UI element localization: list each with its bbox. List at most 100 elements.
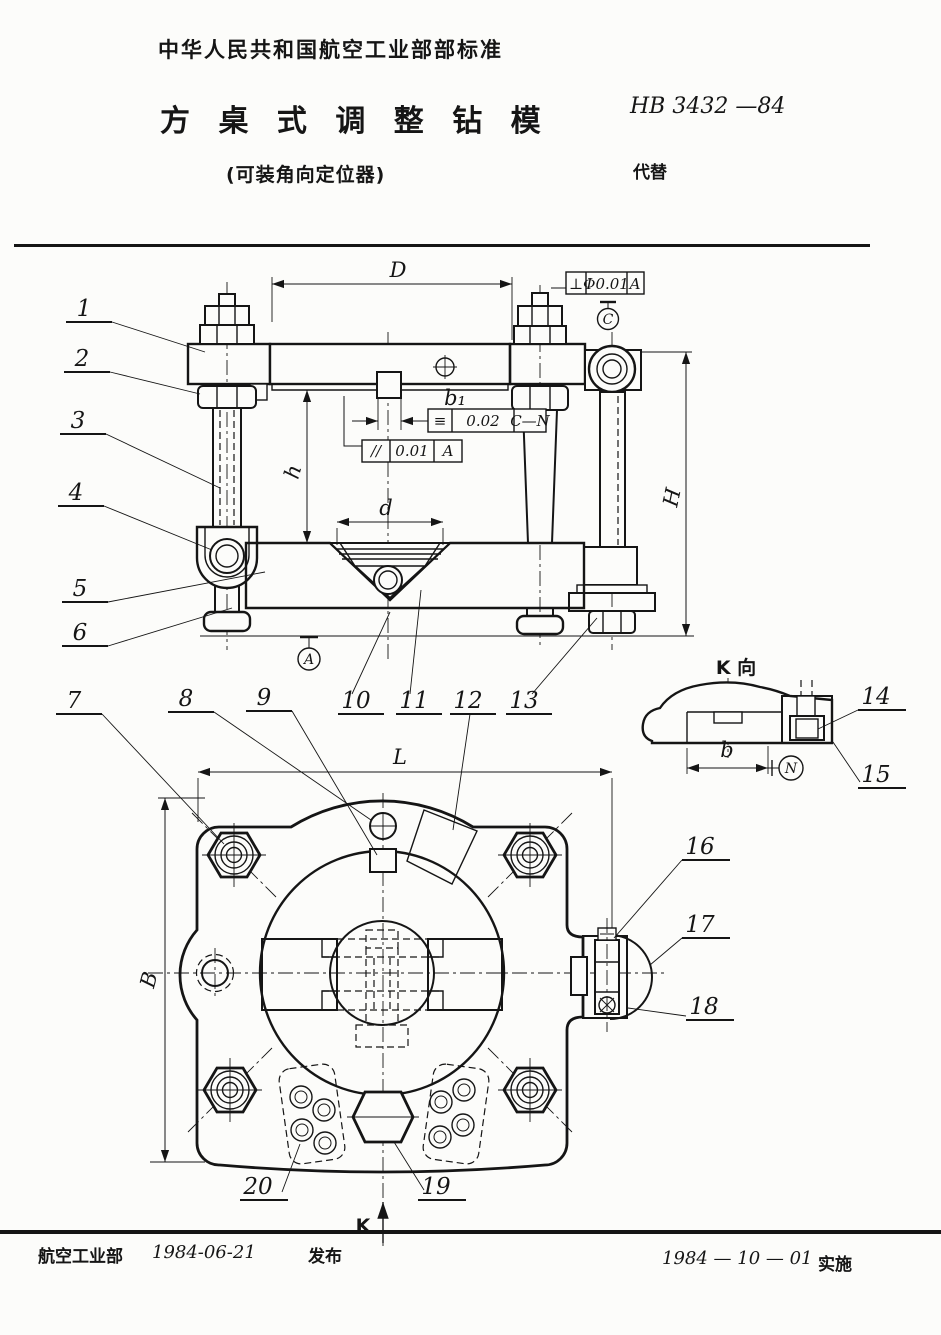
fcf-symm-datum: C—N bbox=[510, 412, 550, 430]
right-foot bbox=[515, 614, 565, 636]
svg-text:19: 19 bbox=[421, 1174, 450, 1200]
top-plate-right-section bbox=[508, 342, 587, 386]
dim-L: L bbox=[197, 745, 613, 928]
fcf-perpendicularity: ⊥ Φ0.01 A bbox=[551, 271, 645, 295]
part-balloon-8: 8 bbox=[168, 686, 372, 821]
part-balloon-15: 15 bbox=[832, 741, 906, 789]
part-balloon-20: 20 bbox=[240, 1143, 301, 1201]
slide-slot bbox=[261, 929, 503, 1048]
svg-text:14: 14 bbox=[861, 684, 890, 710]
part-balloon-18: 18 bbox=[627, 994, 734, 1021]
svg-text:16: 16 bbox=[685, 834, 714, 860]
eyebolt-eye bbox=[587, 344, 637, 394]
screw-group-right bbox=[422, 1063, 490, 1165]
datum-n-label: N bbox=[784, 761, 798, 777]
part-balloon-9: 9 bbox=[246, 685, 378, 856]
corner-bolt-top-left bbox=[191, 812, 277, 898]
dim-d: d bbox=[336, 496, 444, 545]
svg-text:11: 11 bbox=[399, 688, 428, 714]
key-block bbox=[376, 371, 402, 399]
k-direction-view: K 向 b N bbox=[641, 656, 834, 781]
dim-B-label: B bbox=[135, 969, 162, 991]
corner-bolt-bottom-left bbox=[187, 1047, 273, 1133]
datum-c: C bbox=[596, 300, 620, 331]
footer-issue-label: 发布 bbox=[308, 1247, 342, 1267]
footer-issue-date: 1984-06-21 bbox=[152, 1242, 256, 1263]
part-balloon-13: 13 bbox=[506, 617, 598, 715]
svg-text:12: 12 bbox=[453, 688, 482, 714]
svg-text:3: 3 bbox=[71, 408, 86, 434]
base-plate-outline bbox=[178, 799, 585, 1174]
bottom-hex-nut bbox=[347, 1090, 419, 1144]
k-view-title: K 向 bbox=[716, 656, 756, 679]
svg-text:8: 8 bbox=[179, 686, 194, 712]
cone-pin bbox=[373, 565, 403, 595]
front-view: A D ⊥ Φ0.01 A bbox=[186, 258, 694, 671]
left-support-bolt bbox=[195, 293, 259, 633]
part-balloon-3: 3 bbox=[60, 408, 221, 489]
dim-b: b bbox=[686, 738, 769, 774]
dim-b-label: b bbox=[720, 738, 733, 762]
standard-number: HB 3432 —84 bbox=[630, 94, 786, 119]
plan-view: L B K bbox=[135, 745, 668, 1246]
dim-H-label: H bbox=[658, 485, 686, 510]
datum-a: A bbox=[297, 635, 321, 671]
part-balloon-7: 7 bbox=[56, 688, 225, 845]
dim-b1: b₁ bbox=[352, 386, 466, 430]
dim-B: B bbox=[135, 797, 205, 1163]
part-balloon-12: 12 bbox=[450, 688, 496, 831]
corner-bolt-top-right bbox=[487, 812, 573, 898]
dim-h-label: h bbox=[280, 462, 307, 481]
svg-text:17: 17 bbox=[685, 912, 715, 938]
fcf-parallelism: // 0.01 A bbox=[343, 396, 463, 463]
part-balloon-19: 19 bbox=[393, 1141, 466, 1201]
dim-D: D bbox=[271, 258, 513, 340]
document-title: 方 桌 式 调 整 钻 模 bbox=[160, 104, 550, 139]
k-view-arrow: K bbox=[356, 1202, 389, 1243]
side-clamp bbox=[570, 918, 653, 1032]
part-balloon-10: 10 bbox=[338, 611, 391, 715]
part-balloon-6: 6 bbox=[62, 607, 233, 647]
fcf-para-tolerance: 0.01 bbox=[395, 442, 428, 460]
header-rule bbox=[14, 244, 870, 247]
fcf-symm-tolerance: 0.02 bbox=[466, 412, 499, 430]
pivot-pin bbox=[209, 538, 245, 574]
fcf-symm-symbol: ≡ bbox=[434, 412, 447, 430]
datum-a-label: A bbox=[302, 652, 314, 668]
part-balloon-1: 1 bbox=[66, 296, 206, 353]
svg-text:1: 1 bbox=[77, 296, 92, 322]
fcf-perp-tolerance: Φ0.01 bbox=[583, 275, 629, 293]
svg-text:6: 6 bbox=[73, 620, 88, 646]
footer-implement-date: 1984 — 10 — 01 bbox=[662, 1248, 813, 1269]
svg-text:20: 20 bbox=[242, 1174, 272, 1200]
datum-n: N bbox=[768, 755, 804, 781]
replaces-label: 代替 bbox=[633, 163, 667, 183]
svg-text:9: 9 bbox=[257, 685, 272, 711]
datum-c-label: C bbox=[603, 312, 614, 328]
screw-group-left bbox=[278, 1063, 346, 1165]
fcf-para-symbol: // bbox=[369, 442, 383, 460]
svg-text:5: 5 bbox=[73, 576, 88, 602]
base-plate bbox=[244, 541, 586, 610]
document-subtitle: (可装角向定位器) bbox=[226, 164, 386, 186]
fcf-para-datum: A bbox=[441, 442, 454, 460]
footer-issuing-org: 航空工业部 bbox=[38, 1247, 123, 1267]
right-support-bolt bbox=[511, 292, 569, 636]
svg-text:15: 15 bbox=[861, 762, 890, 788]
svg-text:18: 18 bbox=[689, 994, 718, 1020]
footer-implement-label: 实施 bbox=[818, 1255, 852, 1275]
dim-L-label: L bbox=[392, 745, 407, 769]
dim-b1-label: b₁ bbox=[444, 386, 466, 410]
svg-text:2: 2 bbox=[74, 346, 90, 372]
part-balloons: 1 2 3 4 5 6 7 8 9 10 11 12 13 14 15 16 1… bbox=[56, 296, 906, 1201]
part-balloon-11: 11 bbox=[396, 589, 442, 715]
standard-org-title: 中华人民共和国航空工业部部标准 bbox=[158, 38, 503, 62]
side-locating-hole bbox=[195, 948, 235, 998]
eyebolt-clamp bbox=[568, 344, 656, 634]
fcf-symmetry: ≡ 0.02 C—N bbox=[427, 408, 551, 433]
dim-d-label: d bbox=[379, 496, 392, 520]
index-notch bbox=[369, 848, 397, 873]
svg-text:10: 10 bbox=[341, 688, 370, 714]
